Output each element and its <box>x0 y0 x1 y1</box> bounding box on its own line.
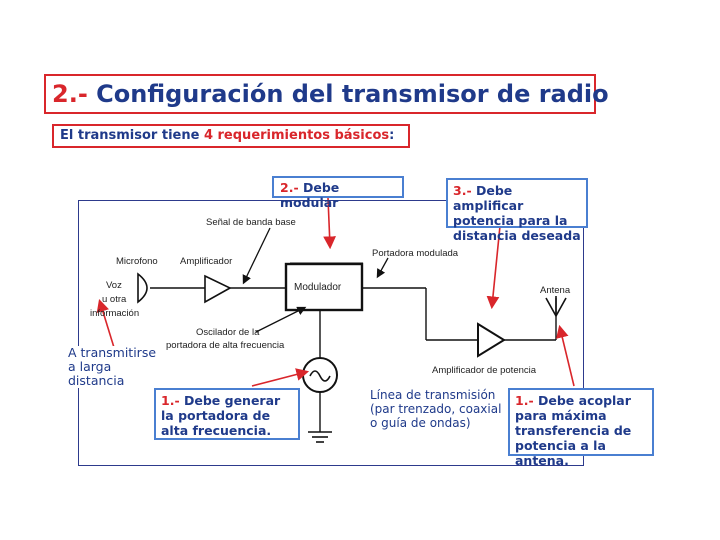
title-text: Configuración del transmisor de radio <box>96 80 609 108</box>
ground-icon <box>308 431 332 443</box>
subtitle: El transmisor tiene 4 requerimientos bás… <box>60 128 394 143</box>
note-generar-text: Debe generar la portadora de alta frecue… <box>161 393 281 438</box>
note-modular-number: 2.- <box>280 180 299 195</box>
label-voz: Voz <box>106 280 122 291</box>
power-amplifier-icon <box>477 322 506 358</box>
note-transmitir: A transmitirse a larga distancia <box>68 346 164 388</box>
label-pointers <box>242 227 389 333</box>
label-oscilador-1: Oscilador de la <box>196 327 260 338</box>
title-box <box>44 74 596 114</box>
label-amplificador: Amplificador <box>180 256 233 267</box>
note-amplificar-text: Debe amplificar potencia para la distanc… <box>453 183 581 243</box>
diagram-frame <box>78 200 584 466</box>
label-modulador: Modulador <box>294 282 342 293</box>
label-microfono: Microfono <box>116 256 158 267</box>
note-acoplar: 1.- Debe acoplar para máxima transferenc… <box>508 388 654 468</box>
antenna-icon <box>545 296 567 318</box>
microphone-icon <box>137 272 148 304</box>
requirement-arrows <box>96 197 575 387</box>
oscillator-icon <box>302 357 338 393</box>
signal-wires <box>150 287 557 432</box>
note-modular-text: Debe modular <box>280 180 340 210</box>
subtitle-box <box>52 124 410 148</box>
subtitle-suffix: : <box>389 128 395 143</box>
note-amplificar-number: 3.- <box>453 183 472 198</box>
page-title: 2.- Configuración del transmisor de radi… <box>52 80 609 108</box>
title-number: 2.- <box>52 80 88 108</box>
label-informacion: información <box>90 308 140 319</box>
note-acoplar-number: 1.- <box>515 393 534 408</box>
label-senal: Señal de banda base <box>206 217 296 228</box>
label-oscilador-2: portadora de alta frecuencia <box>166 340 285 351</box>
modulator-block <box>284 262 364 312</box>
subtitle-highlight: 4 requerimientos básicos <box>203 128 390 143</box>
label-antena: Antena <box>540 285 571 296</box>
subtitle-prefix: El transmisor tiene <box>60 128 204 143</box>
note-modular: 2.- Debe modular <box>272 176 404 210</box>
note-acoplar-text: Debe acoplar para máxima transferencia d… <box>515 393 632 468</box>
label-amp-potencia: Amplificador de potencia <box>432 365 537 376</box>
note-generar-number: 1.- <box>161 393 180 408</box>
label-u-otra: u otra <box>102 294 127 305</box>
note-linea: Línea de transmisión (par trenzado, coax… <box>370 388 502 430</box>
label-portadora-modulada: Portadora modulada <box>372 248 459 259</box>
note-amplificar: 3.- Debe amplificar potencia para la dis… <box>446 178 588 243</box>
amplifier-icon <box>204 274 232 304</box>
note-generar: 1.- Debe generar la portadora de alta fr… <box>154 388 300 440</box>
